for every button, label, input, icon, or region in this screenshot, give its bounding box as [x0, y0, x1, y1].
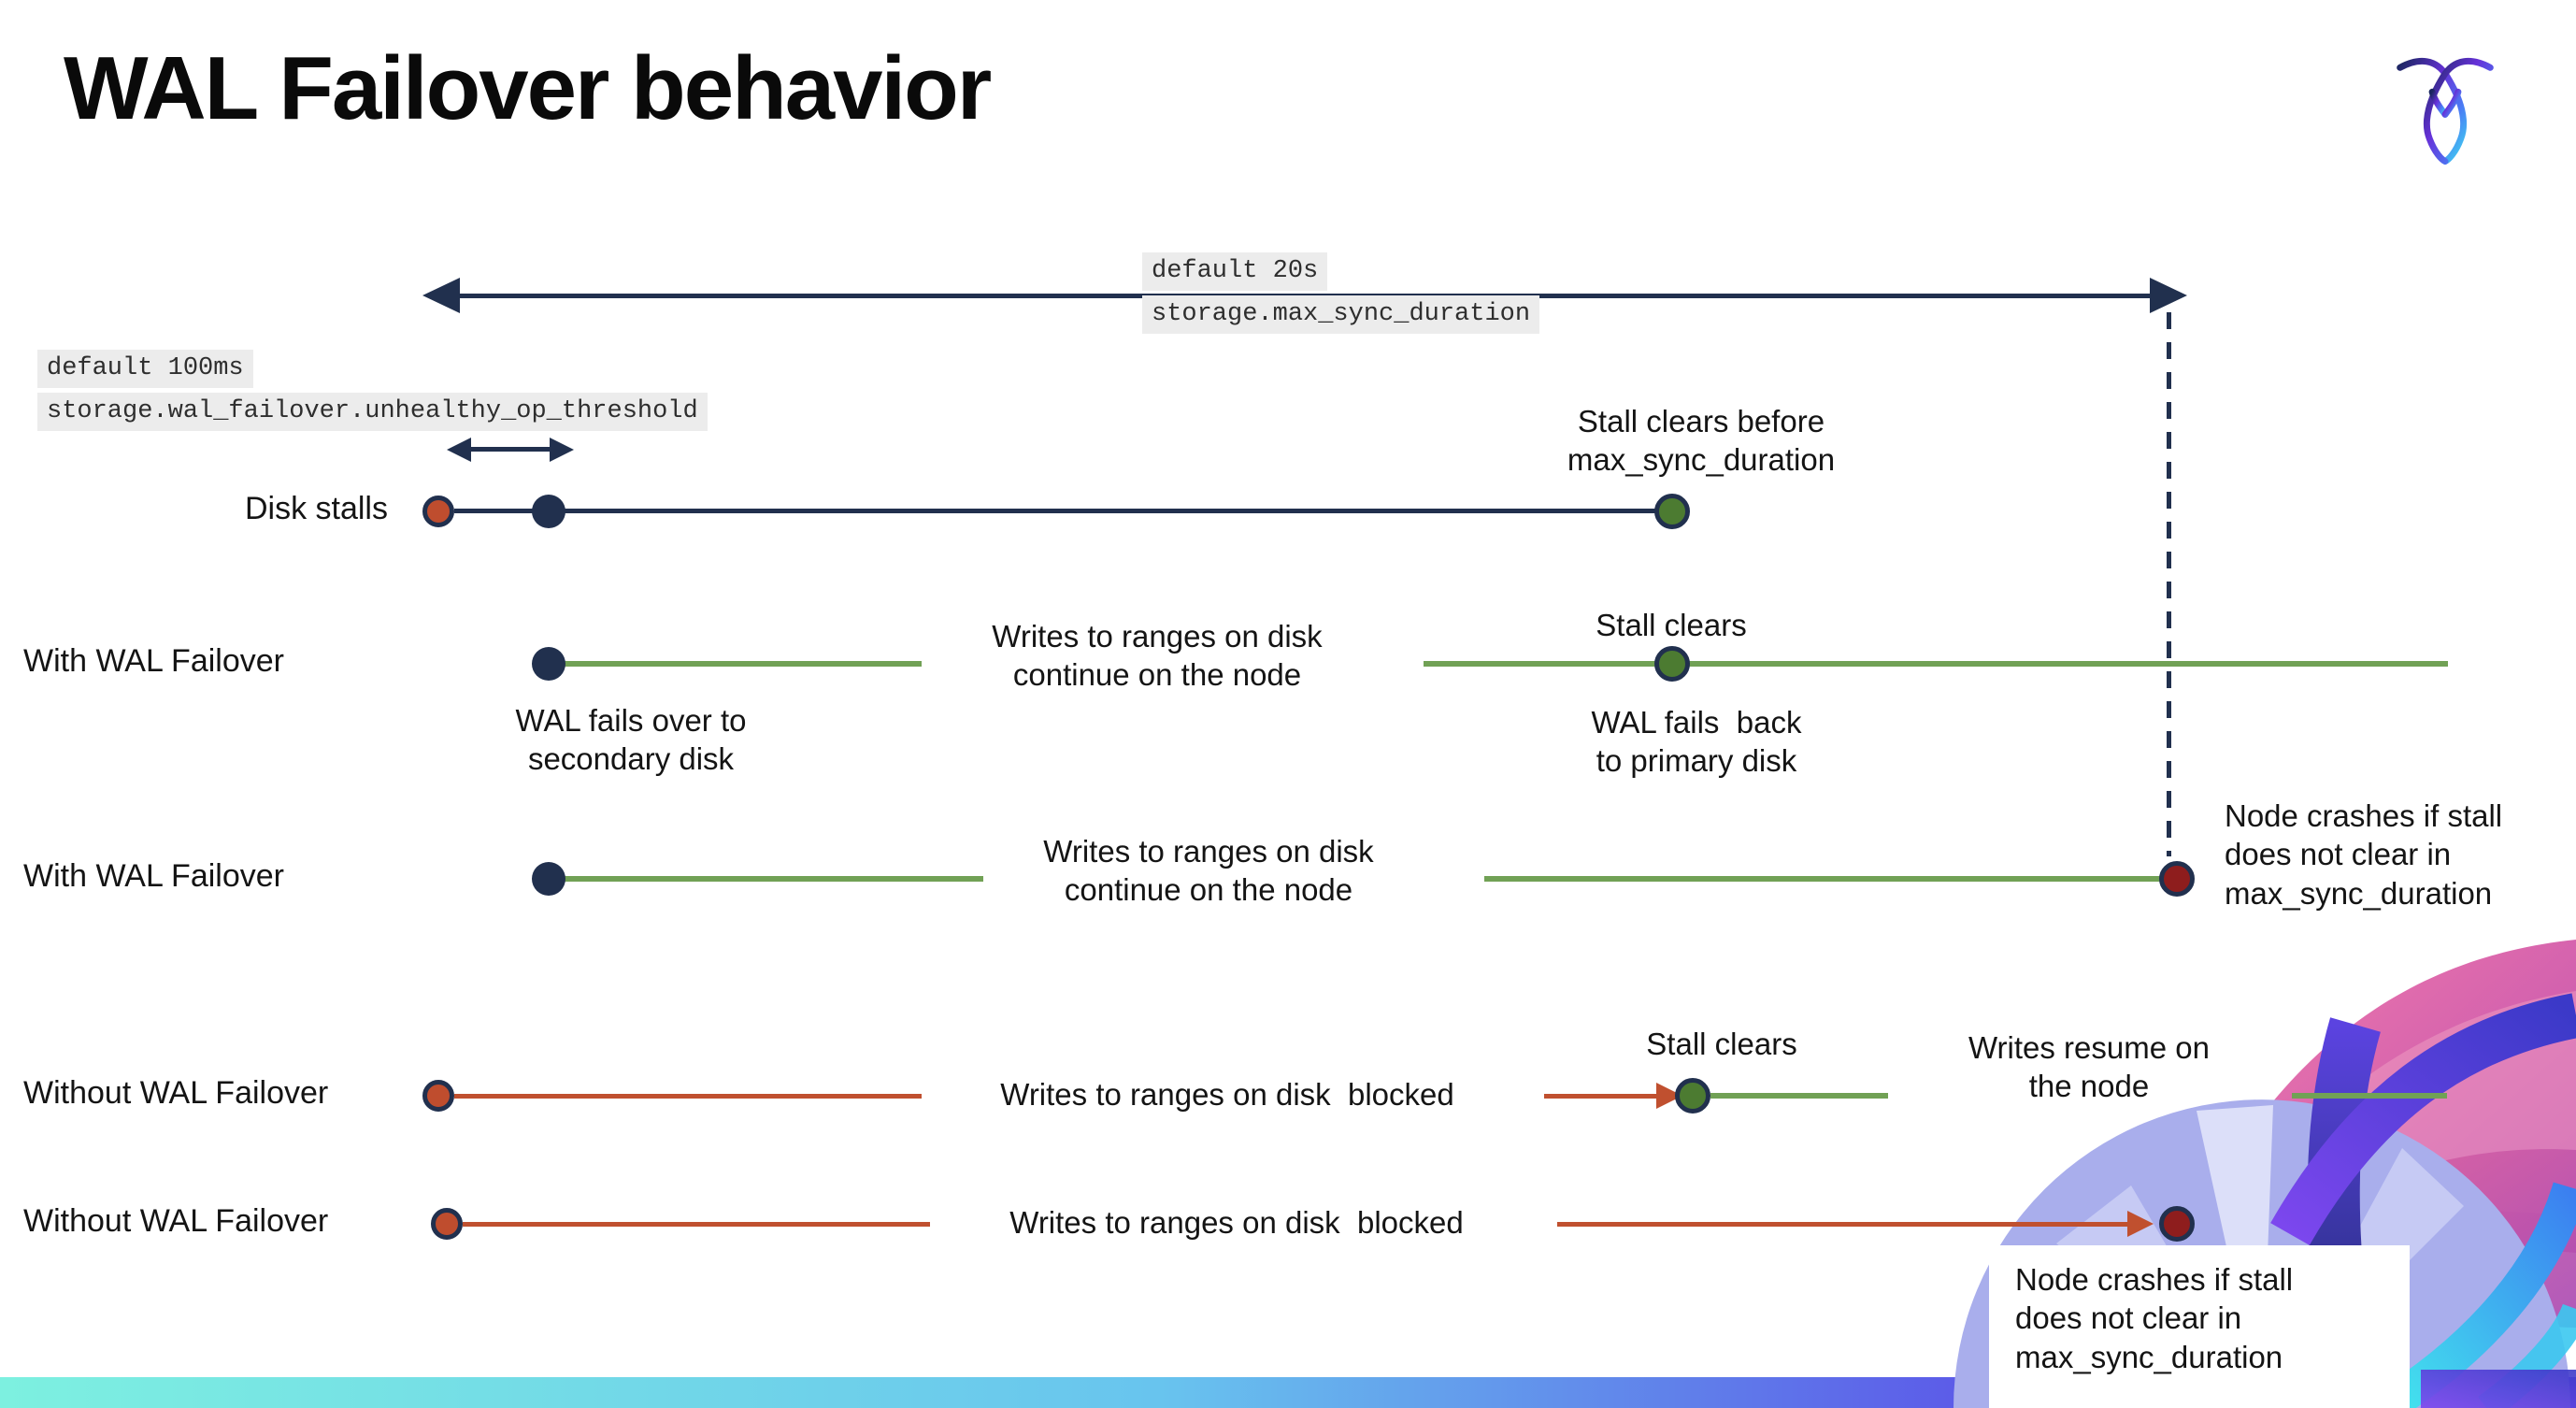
row-label-with-wal-failover-1: With WAL Failover [23, 643, 284, 679]
arrowhead-right-icon [2150, 278, 2187, 313]
writes-continue-line-row2-b [1424, 661, 2448, 667]
writes-continue-note-row3: Writes to ranges on disk continue on the… [1043, 834, 1374, 908]
writes-resume-note: Writes resume on the node [1968, 1030, 2210, 1104]
stall-duration-line [454, 509, 1657, 513]
writes-continue-line-row2-a [563, 661, 922, 667]
row-label-without-wal-failover-1: Without WAL Failover [23, 1075, 329, 1111]
writes-continue-line-row3-b [1484, 876, 2161, 882]
stall-clears-dot-row1 [1654, 494, 1690, 529]
node-crash-note-row5-text: Node crashes if stall does not clear in … [2015, 1262, 2294, 1374]
writes-continue-note-row2: Writes to ranges on disk continue on the… [992, 619, 1323, 693]
disk-stall-dot-row4 [422, 1080, 454, 1112]
threshold-default-chip: default 100ms [37, 350, 253, 389]
failover-dot-row2 [532, 647, 565, 681]
stall-clears-before-note: Stall clears before max_sync_duration [1567, 404, 1836, 478]
disk-stall-dot-row5 [431, 1208, 463, 1240]
page-title: WAL Failover behavior [64, 38, 992, 138]
writes-resume-line-row4-a [1710, 1093, 1888, 1099]
row-label-disk-stalls: Disk stalls [244, 491, 388, 526]
max-sync-default-chip: default 20s [1142, 252, 1328, 292]
node-crash-dot-row5 [2159, 1206, 2195, 1242]
writes-blocked-note-row4: Writes to ranges on disk blocked [1000, 1077, 1454, 1112]
writes-blocked-note-row5: Writes to ranges on disk blocked [1009, 1205, 1464, 1240]
stall-clears-note-row4: Stall clears [1646, 1027, 1797, 1061]
threshold-arrowhead-left-icon [447, 438, 471, 462]
max-sync-duration-label: default 20s storage.max_sync_duration [1142, 252, 1540, 335]
writes-blocked-line-row4-b [1544, 1094, 1658, 1099]
stall-clears-note-row2: Stall clears [1596, 608, 1747, 642]
stall-clears-dot-row4 [1675, 1078, 1710, 1113]
arrowhead-left-icon [422, 278, 460, 313]
max-sync-setting-chip: storage.max_sync_duration [1142, 295, 1540, 335]
wal-failover-note: WAL fails over to secondary disk [515, 703, 747, 777]
threshold-arrowhead-right-icon [550, 438, 574, 462]
stall-clears-dot-row2 [1654, 646, 1690, 682]
writes-blocked-line-row5-a [463, 1222, 930, 1227]
wal-failback-note: WAL fails back to primary disk [1591, 705, 1802, 779]
max-sync-deadline-dashed-line [2167, 312, 2171, 856]
threshold-range-arrow-line [469, 447, 550, 452]
unhealthy-op-threshold-label: default 100ms storage.wal_failover.unhea… [37, 350, 708, 432]
writes-continue-line-row3-a [563, 876, 983, 882]
node-crash-note-row3: Node crashes if stall does not clear in … [2225, 798, 2503, 911]
disk-stall-start-dot [422, 496, 454, 527]
failover-threshold-dot [532, 495, 565, 528]
row-label-without-wal-failover-2: Without WAL Failover [23, 1203, 329, 1239]
node-crash-dot-row3 [2159, 861, 2195, 897]
red-arrowhead-row5-icon [2127, 1211, 2154, 1237]
failover-dot-row3 [532, 862, 565, 896]
node-crash-callout: Node crashes if stall does not clear in … [1989, 1245, 2410, 1408]
row-label-with-wal-failover-2: With WAL Failover [23, 858, 284, 894]
writes-resume-line-row4-b [2292, 1093, 2447, 1099]
cockroachdb-logo [2397, 57, 2494, 165]
threshold-setting-chip: storage.wal_failover.unhealthy_op_thresh… [37, 393, 708, 432]
writes-blocked-line-row5-b [1557, 1222, 2129, 1227]
writes-blocked-line-row4-a [454, 1094, 922, 1099]
